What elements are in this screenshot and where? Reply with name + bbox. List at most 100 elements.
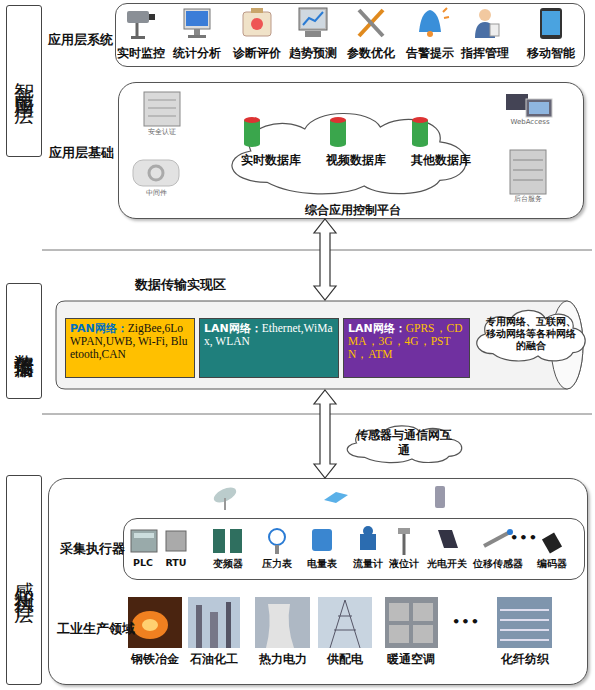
monitor-icon <box>188 35 206 38</box>
node-title: 实时数据库 <box>231 153 311 168</box>
icon-label: 中间件 <box>116 188 196 198</box>
icon-label: 趋势预测 <box>273 45 353 62</box>
icon-label: 告警提示 <box>390 45 470 62</box>
device-icon <box>212 484 445 510</box>
diagnosis-icon <box>251 8 263 13</box>
icon-label: 位移传感器 <box>458 558 538 571</box>
industry-photo <box>389 603 409 621</box>
interconnect-cloud: 传感器与通信网互通 <box>338 422 470 464</box>
diagnosis-icon <box>243 12 271 36</box>
webaccess-icon <box>526 99 552 117</box>
collector-icon <box>438 530 458 548</box>
monitor-icon <box>186 11 208 26</box>
tools-icon <box>359 10 383 36</box>
cloud-outline <box>477 310 585 361</box>
industry-photo <box>500 610 549 640</box>
database-icon <box>244 141 260 147</box>
node-title: 应用层系统 <box>48 32 114 49</box>
tablet-icon <box>542 11 560 35</box>
network-fusion-cloud: 专用网络、互联网、移动网络等各种网络的融合 <box>468 305 593 363</box>
server-icon <box>144 92 180 126</box>
trend-icon <box>299 8 327 37</box>
industry-photo <box>132 611 168 639</box>
person-icon <box>475 22 495 38</box>
collector-icon <box>134 533 154 538</box>
icon-label: PLC <box>103 557 183 568</box>
webaccess-icon <box>529 102 549 114</box>
node-title: 数据传输实现区 <box>135 277 275 294</box>
layer-box: 数据传输层 <box>6 283 42 399</box>
app-base-panel: 应用层基础综合应用控制平台实时数据库视频数据库其他数据库 <box>118 82 584 219</box>
industry-photo <box>226 602 231 648</box>
server-icon <box>148 100 176 101</box>
camera-icon <box>136 23 139 37</box>
monitor-icon <box>194 29 200 35</box>
alarm-icon <box>427 31 433 37</box>
collector-icon <box>507 529 513 535</box>
industry-photo <box>142 619 158 631</box>
node-title: 采集执行器 <box>60 541 122 558</box>
icon-label: 实时监控 <box>101 45 181 62</box>
backend-server-icon <box>510 150 546 194</box>
node-title: LAN网络： <box>204 322 262 335</box>
industry-photo <box>497 597 552 648</box>
collector-icon <box>213 529 225 553</box>
icon-label: 参数优化 <box>331 45 411 62</box>
person-icon <box>479 9 491 21</box>
icon-label: 变频器 <box>188 558 268 571</box>
middleware-icon <box>133 160 179 186</box>
collector-icon <box>484 532 510 546</box>
industry-photo <box>196 605 202 648</box>
icon-label: 化纤纺织 <box>485 652 565 667</box>
section-separator <box>42 250 592 251</box>
server-icon <box>148 116 176 117</box>
wan-network-box: LAN网络：GPRS，CDMA，3G，4G，PSTN，ATM <box>343 318 470 378</box>
node-title: 数据传输层 <box>13 339 35 344</box>
icon-label: 流量计 <box>328 558 408 571</box>
collector-icon <box>363 526 373 536</box>
node-title: 应用层基础 <box>49 145 115 162</box>
collector-icon <box>360 534 376 550</box>
tools-icon <box>359 10 383 36</box>
double-arrow <box>314 390 336 478</box>
lan-network-box: LAN网络：Ethernet,WiMax, WLAN <box>199 318 339 378</box>
node-title: 工业生产领域 <box>57 621 131 638</box>
layer-box: 智能应用层 <box>6 5 42 157</box>
database-cloud: 实时数据库视频数据库其他数据库 <box>213 105 483 197</box>
camera-icon <box>127 11 149 23</box>
diagnosis-icon <box>243 8 271 36</box>
industry-photo <box>413 625 433 643</box>
camera-icon <box>131 36 145 39</box>
section-separator <box>42 250 592 414</box>
webaccess-icon <box>506 94 552 117</box>
tablet-icon <box>540 8 562 39</box>
device-icon <box>224 498 226 510</box>
industry-photo <box>188 597 240 648</box>
device-icon <box>435 486 445 508</box>
backend-server-icon <box>510 150 546 194</box>
node-title: 感知执行层 <box>13 565 35 595</box>
person-icon <box>475 9 499 38</box>
collector-icon <box>131 530 157 552</box>
collector-icon <box>131 526 562 555</box>
icon-label: ••• <box>426 614 506 629</box>
node-title: 智能应用层 <box>13 66 35 96</box>
tools-icon <box>359 10 383 36</box>
industry-photo <box>266 604 294 648</box>
layer-box: 感知执行层 <box>6 475 42 685</box>
alarm-icon <box>419 8 449 37</box>
perception-panel: 工业生产领域采集执行器 <box>48 478 588 685</box>
middleware-icon <box>149 166 163 180</box>
camera-icon <box>127 11 155 39</box>
icon-label: ••• <box>484 530 564 545</box>
icon-label: 诊断评价 <box>217 45 297 62</box>
double-arrow <box>314 219 336 300</box>
icon-label: 压力表 <box>237 558 317 571</box>
alarm-icon <box>419 10 441 32</box>
collector-icon <box>398 528 410 534</box>
icon-label: 供配电 <box>305 652 385 667</box>
industry-photo <box>385 597 438 648</box>
database-icon <box>412 141 428 147</box>
collector-icon <box>230 529 242 553</box>
database-icon <box>244 120 260 144</box>
